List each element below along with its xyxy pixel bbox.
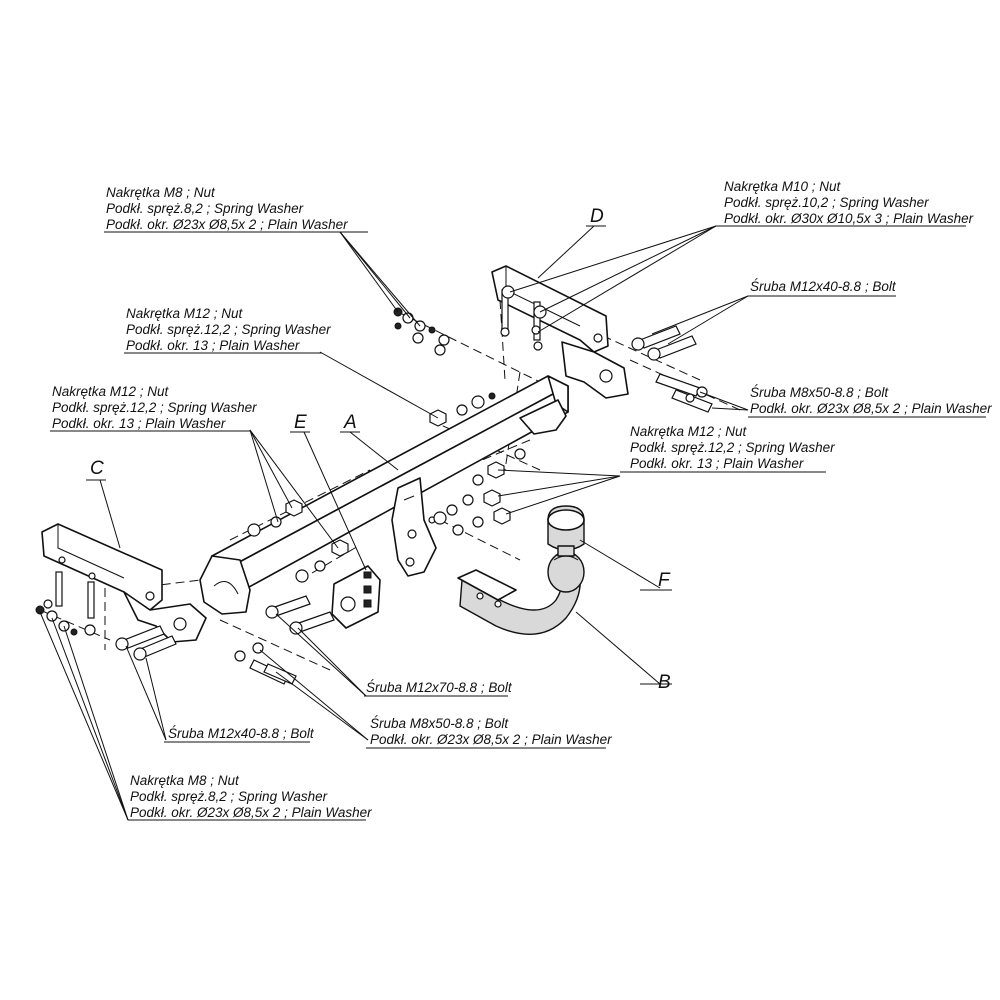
hardware-left-bolts bbox=[115, 625, 177, 661]
callout-nut-m12-upper: Nakrętka M12 ; Nut Podkł. spręż.12,2 ; S… bbox=[124, 306, 331, 354]
callout-line: Podkł. okr. Ø30x Ø10,5x 3 ; Plain Washer bbox=[724, 211, 974, 226]
callout-line: Nakrętka M8 ; Nut bbox=[106, 185, 216, 200]
callout-bolt-m8x50-center: Śruba M8x50-8.8 ; Bolt Podkł. okr. Ø23x … bbox=[366, 716, 612, 749]
socket-plate-e bbox=[331, 565, 381, 629]
callout-line: Podkł. okr. Ø23x Ø8,5x 2 ; Plain Washer bbox=[130, 805, 372, 820]
callout-line: Podkł. spręż.8,2 ; Spring Washer bbox=[106, 201, 304, 216]
callout-line: Śruba M12x40-8.8 ; Bolt bbox=[168, 726, 315, 741]
callout-line: Podkł. okr. 13 ; Plain Washer bbox=[52, 416, 226, 431]
callout-bolt-m12x70: Śruba M12x70-8.8 ; Bolt bbox=[364, 680, 513, 697]
callout-nut-m10-right: Nakrętka M10 ; Nut Podkł. spręż.10,2 ; S… bbox=[716, 179, 974, 227]
callout-top-left-m8: Nakrętka M8 ; Nut Podkł. spręż.8,2 ; Spr… bbox=[104, 185, 368, 233]
callout-bolt-m12x40-right: Śruba M12x40-8.8 ; Bolt bbox=[748, 279, 897, 297]
callout-bottom-left-m8: Nakrętka M8 ; Nut Podkł. spręż.8,2 ; Spr… bbox=[128, 773, 372, 821]
letter-d: D bbox=[590, 206, 604, 227]
callout-line: Podkł. okr. Ø23x Ø8,5x 2 ; Plain Washer bbox=[106, 217, 348, 232]
ball-cover-f bbox=[547, 505, 585, 557]
part-letters: A B C D E F bbox=[86, 206, 672, 693]
callout-line: Nakrętka M12 ; Nut bbox=[126, 306, 244, 321]
callout-line: Nakrętka M10 ; Nut bbox=[724, 179, 842, 194]
callout-line: Nakrętka M8 ; Nut bbox=[130, 773, 240, 788]
callout-line: Podkł. spręż.10,2 ; Spring Washer bbox=[724, 195, 929, 210]
callout-nut-m12-right: Nakrętka M12 ; Nut Podkł. spręż.12,2 ; S… bbox=[620, 424, 835, 473]
hardware-top-left-m8 bbox=[393, 307, 450, 356]
letter-b: B bbox=[658, 672, 671, 693]
callout-line: Śruba M8x50-8.8 ; Bolt bbox=[370, 716, 509, 731]
tow-ball-b bbox=[457, 551, 585, 636]
callout-line: Nakrętka M12 ; Nut bbox=[52, 384, 170, 399]
callout-line: Podkł. okr. Ø23x Ø8,5x 2 ; Plain Washer bbox=[370, 732, 612, 747]
letter-e: E bbox=[294, 412, 307, 433]
callout-line: Podkł. okr. Ø23x Ø8,5x 2 ; Plain Washer bbox=[750, 401, 992, 416]
callout-line: Podkł. spręż.12,2 ; Spring Washer bbox=[630, 440, 835, 455]
hardware-bottom-left-m8 bbox=[35, 599, 96, 636]
hardware-m12-left bbox=[247, 499, 349, 583]
callout-bolt-m8x50-right: Śruba M8x50-8.8 ; Bolt Podkł. okr. Ø23x … bbox=[748, 385, 992, 418]
callout-line: Śruba M12x70-8.8 ; Bolt bbox=[366, 680, 513, 695]
leader-lines bbox=[39, 225, 749, 821]
callout-bolt-m12x40-left: Śruba M12x40-8.8 ; Bolt bbox=[164, 726, 315, 743]
letter-c: C bbox=[90, 458, 104, 479]
callout-line: Podkł. spręż.12,2 ; Spring Washer bbox=[52, 400, 257, 415]
letter-a: A bbox=[343, 412, 357, 433]
side-arm-d bbox=[491, 265, 629, 399]
callout-line: Nakrętka M12 ; Nut bbox=[630, 424, 748, 439]
callout-line: Podkł. okr. 13 ; Plain Washer bbox=[630, 456, 804, 471]
crossbar-a bbox=[199, 375, 569, 615]
letter-f: F bbox=[658, 570, 671, 591]
side-arm-c bbox=[41, 523, 207, 643]
hardware-bolts-right bbox=[631, 325, 713, 413]
callout-line: Podkł. spręż.12,2 ; Spring Washer bbox=[126, 322, 331, 337]
callout-line: Podkł. okr. 13 ; Plain Washer bbox=[126, 338, 300, 353]
callout-line: Śruba M12x40-8.8 ; Bolt bbox=[750, 279, 897, 294]
callout-line: Podkł. spręż.8,2 ; Spring Washer bbox=[130, 789, 328, 804]
hardware-m12-right bbox=[433, 448, 526, 536]
callout-nut-m12-left: Nakrętka M12 ; Nut Podkł. spręż.12,2 ; S… bbox=[50, 384, 257, 432]
callout-line: Śruba M8x50-8.8 ; Bolt bbox=[750, 385, 889, 400]
